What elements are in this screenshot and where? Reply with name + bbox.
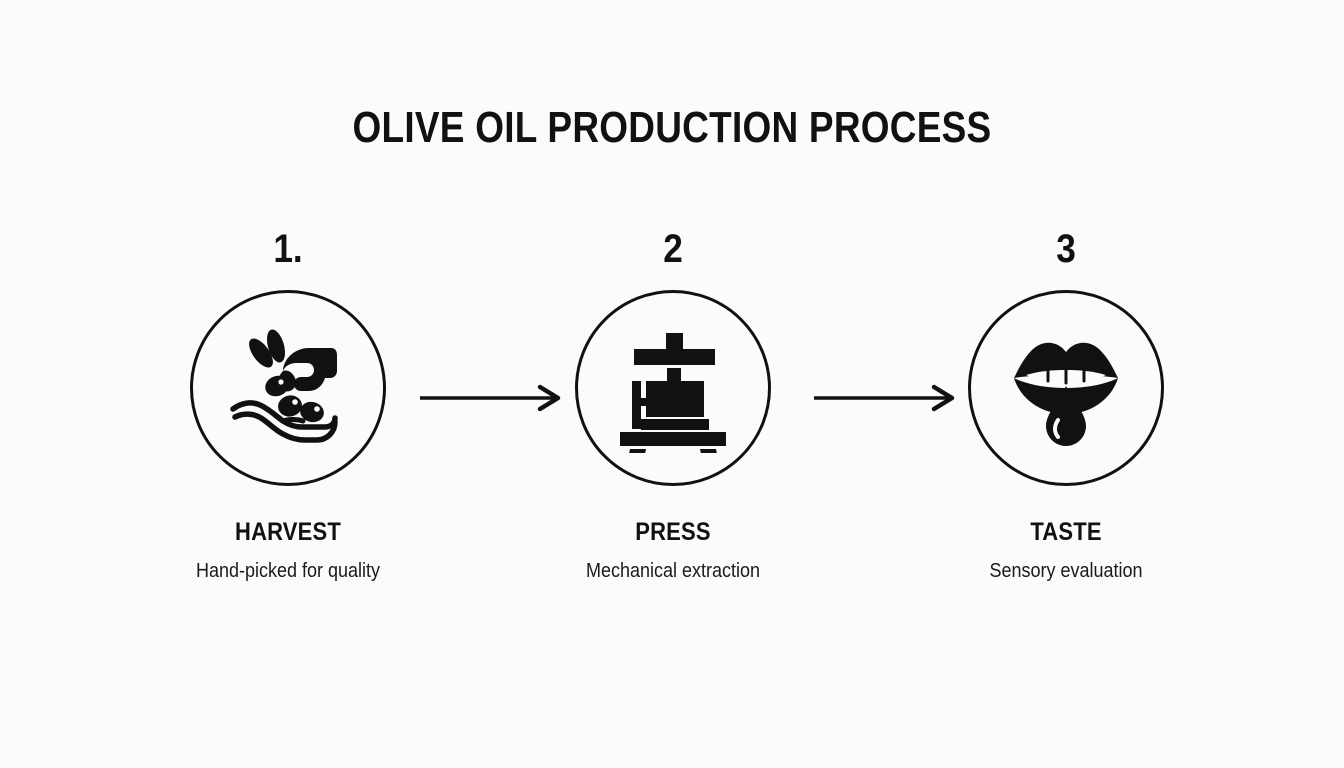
arrow-harvest-to-press: [418, 382, 566, 414]
process-step-harvest[interactable]: 1.: [138, 228, 438, 583]
step-icon-circle: [190, 290, 386, 486]
step-description: Hand-picked for quality: [195, 560, 381, 582]
step-number: 2: [663, 227, 683, 271]
olive-press-icon: [608, 323, 738, 453]
step-description: Sensory evaluation: [989, 560, 1143, 582]
process-step-taste[interactable]: 3: [916, 228, 1216, 583]
step-description: Mechanical extraction: [585, 560, 761, 582]
hands-picking-olives-icon: [213, 313, 363, 463]
step-label: PRESS: [635, 518, 711, 546]
step-label: TASTE: [1030, 518, 1102, 546]
step-label: HARVEST: [235, 518, 341, 546]
arrow-press-to-taste: [812, 382, 960, 414]
step-number: 3: [1056, 227, 1076, 271]
step-icon-circle: [575, 290, 771, 486]
page-title: OLIVE OIL PRODUCTION PROCESS: [352, 103, 992, 152]
lips-oil-drop-icon: [996, 318, 1136, 458]
process-step-press[interactable]: 2: [523, 228, 823, 583]
step-icon-circle: [968, 290, 1164, 486]
step-number: 1.: [273, 227, 303, 271]
